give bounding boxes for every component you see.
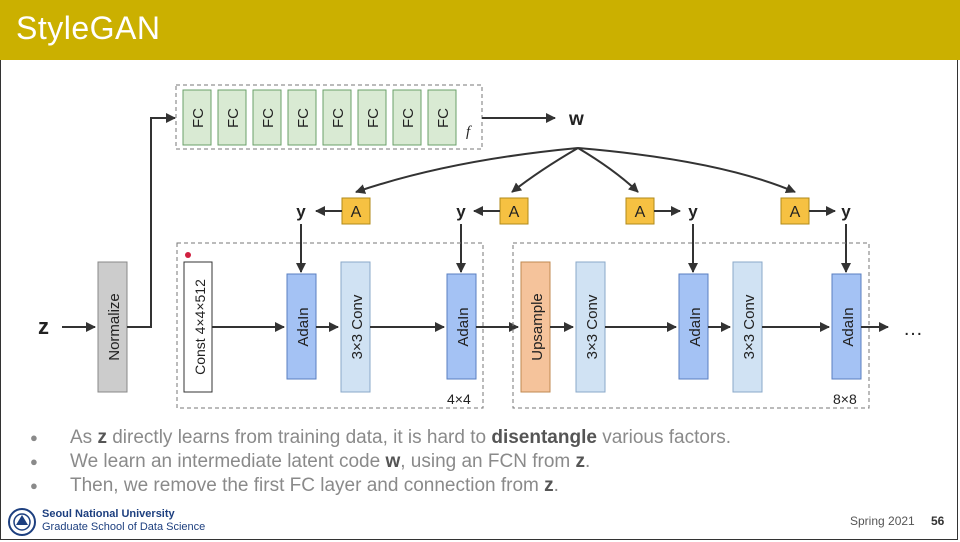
fc-layer — [392, 89, 422, 146]
fc-label: FC — [330, 108, 347, 128]
fc-label: FC — [400, 108, 417, 128]
slide-title: StyleGAN — [16, 10, 161, 46]
a-label: A — [351, 204, 362, 221]
university-info: Seoul National University Graduate Schoo… — [42, 508, 205, 534]
conv-label: 3×3 Conv — [741, 294, 758, 359]
adain-block-3 — [678, 273, 709, 380]
normalize-label: Normalize — [106, 293, 123, 361]
fc-label: FC — [225, 108, 242, 128]
normalize-to-mapping-arrow — [127, 113, 176, 328]
bullet-item: Then, we remove the first FC layer and c… — [30, 474, 731, 498]
fc-layer — [182, 89, 212, 146]
y-label: y — [296, 202, 306, 221]
a-block-1: A — [341, 197, 371, 225]
a-label: A — [635, 204, 646, 221]
a-block-2: A — [499, 197, 529, 225]
university-logo-icon — [8, 508, 36, 536]
conv-block-2 — [575, 261, 606, 393]
page-number: 56 — [931, 514, 945, 528]
a-block-3: A — [625, 197, 655, 225]
bullet-item: We learn an intermediate latent code w, … — [30, 450, 731, 474]
fc-layer — [252, 89, 282, 146]
z-input-label: z — [38, 314, 49, 339]
fc-label: FC — [190, 108, 207, 128]
y-label: y — [841, 202, 851, 221]
w-to-a4-arrow — [577, 147, 796, 194]
ellipsis-label: … — [903, 318, 923, 340]
y-label: y — [688, 202, 698, 221]
a-block-4: A — [780, 197, 810, 225]
red-dot — [185, 252, 191, 258]
term-label: Spring 2021 — [850, 514, 915, 528]
adain-block-4 — [831, 273, 862, 380]
stylegan-diagram: z Normalize FC FC FC FC FC FC FC FC f w … — [38, 84, 923, 409]
fc-layer — [287, 89, 317, 146]
fc-layer — [427, 89, 457, 146]
a-label: A — [509, 204, 520, 221]
adain-block-1 — [286, 273, 317, 380]
title-bar: StyleGAN — [0, 0, 960, 60]
synthesis-block-4x4 — [176, 242, 484, 409]
department-name: Graduate School of Data Science — [42, 521, 206, 533]
resolution-4x4-label: 4×4 — [447, 391, 471, 407]
w-to-a2-arrow — [511, 147, 579, 193]
upsample-label: Upsample — [529, 293, 546, 361]
y-label: y — [456, 202, 466, 221]
const-block — [183, 261, 213, 393]
fc-layer — [357, 89, 387, 146]
resolution-8x8-label: 8×8 — [833, 391, 857, 407]
fc-layer — [322, 89, 352, 146]
mapping-f-label: f — [466, 124, 472, 140]
fc-layer — [217, 89, 247, 146]
adain-label: AdaIn — [687, 307, 704, 346]
fc-label: FC — [365, 108, 382, 128]
fc-label: FC — [260, 108, 277, 128]
university-name: Seoul National University — [42, 508, 175, 520]
fc-label: FC — [295, 108, 312, 128]
a-label: A — [790, 204, 801, 221]
adain-block-2 — [446, 273, 477, 380]
fc-layers: FC FC FC FC FC FC FC FC — [182, 89, 457, 146]
conv-label: 3×3 Conv — [584, 294, 601, 359]
conv-label: 3×3 Conv — [349, 294, 366, 359]
w-to-a1-arrow — [355, 147, 579, 194]
conv-block-3 — [732, 261, 763, 393]
synthesis-block-8x8 — [512, 242, 870, 409]
fc-label: FC — [435, 108, 452, 128]
adain-label: AdaIn — [295, 307, 312, 346]
adain-label: AdaIn — [455, 307, 472, 346]
w-label: w — [568, 109, 584, 130]
normalize-block — [97, 261, 128, 393]
const-label: Const 4×4×512 — [192, 279, 208, 375]
adain-label: AdaIn — [840, 307, 857, 346]
bullet-list: As z directly learns from training data,… — [30, 426, 731, 498]
w-to-a3-arrow — [577, 147, 639, 193]
bullet-item: As z directly learns from training data,… — [30, 426, 731, 450]
